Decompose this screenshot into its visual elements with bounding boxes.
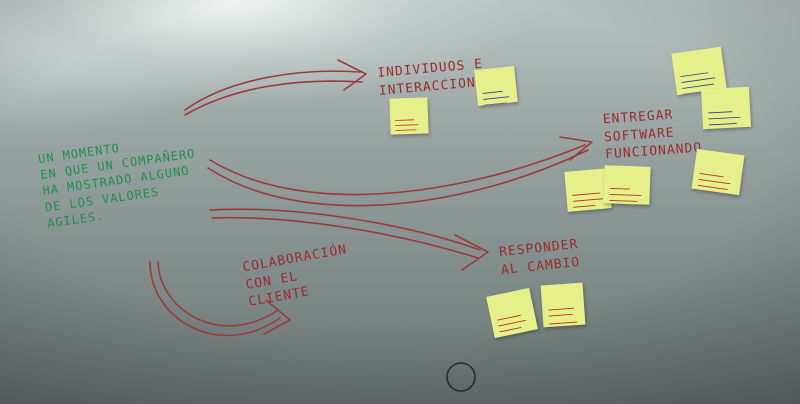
sticky-note [474,66,518,106]
scribble [609,187,642,202]
sticky-note [603,165,651,205]
value-software: ENTREGAR SOFTWARE FUNCIONANDO [602,107,703,163]
sticky-note [691,148,745,196]
sticky-note [564,168,612,212]
arrow-to-software [209,144,586,196]
arrow-to-change [209,208,481,251]
sticky-note [540,282,586,328]
arrow-to-collaboration [149,261,281,337]
scribble [395,119,420,135]
scribble [708,111,741,126]
scribble [482,90,510,106]
circle-mark [446,362,476,392]
scribble [572,192,603,208]
scribble [548,307,578,325]
sticky-note [389,97,429,135]
sticky-note [486,287,538,339]
arrow-to-individuals [184,70,361,111]
sticky-note [700,86,752,130]
